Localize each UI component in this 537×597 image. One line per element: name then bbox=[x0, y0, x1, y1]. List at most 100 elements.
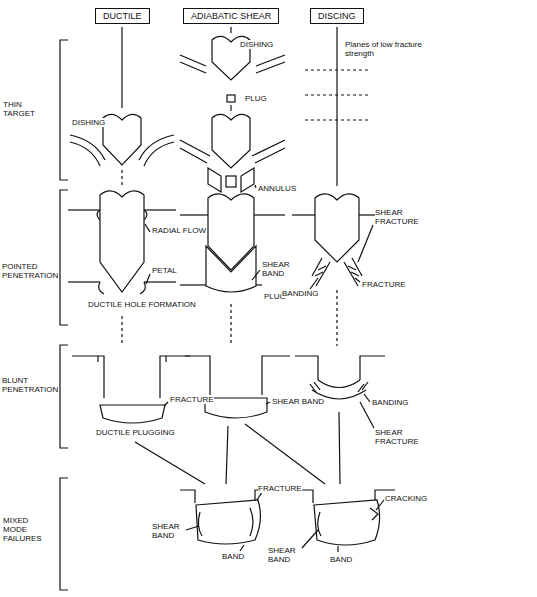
leader-line bbox=[310, 278, 318, 289]
banding-strokes bbox=[318, 266, 326, 270]
column-line bbox=[339, 412, 340, 484]
note-label: Planes of low fracture strength bbox=[345, 40, 440, 58]
mixed-plug bbox=[314, 500, 380, 545]
annulus-fragment bbox=[208, 168, 256, 192]
shear-fracture bbox=[352, 258, 362, 276]
shear-fracture bbox=[318, 380, 360, 388]
column-line bbox=[226, 426, 228, 484]
annulus-fragment bbox=[208, 168, 221, 192]
target-plate bbox=[298, 490, 395, 503]
mode-label: DUCTILE HOLE FORMATION bbox=[88, 300, 196, 309]
mixed-plug bbox=[314, 500, 380, 545]
dished-plate bbox=[70, 135, 105, 160]
shear-plug bbox=[205, 398, 267, 418]
part-label: ANNULUS bbox=[258, 184, 296, 193]
target-plate bbox=[185, 356, 290, 395]
column-line bbox=[121, 170, 122, 186]
target-plate bbox=[144, 281, 176, 282]
banding-strokes bbox=[315, 266, 359, 276]
part-label: RADIAL FLOW bbox=[152, 226, 206, 235]
dished-plate bbox=[70, 142, 100, 166]
dished-plate bbox=[144, 142, 174, 166]
dished-plate bbox=[180, 62, 206, 73]
leader-line bbox=[358, 225, 373, 262]
column-header-box: DUCTILE bbox=[95, 8, 150, 24]
leader-line bbox=[302, 500, 384, 552]
leader-line bbox=[252, 270, 260, 280]
column-line bbox=[230, 27, 231, 33]
banding-strokes bbox=[358, 384, 364, 392]
column-heading: DISCING bbox=[318, 11, 356, 21]
leader-line bbox=[364, 394, 370, 402]
leader-line bbox=[145, 224, 150, 232]
row-bracket bbox=[60, 40, 68, 180]
part-label: FRACTURE bbox=[362, 280, 406, 289]
row-label: MIXED MODE FAILURES bbox=[3, 516, 53, 544]
part-label: PETAL bbox=[152, 266, 177, 275]
column-line bbox=[230, 105, 231, 111]
column-line bbox=[230, 304, 231, 346]
column-line bbox=[121, 27, 122, 108]
target-plate bbox=[180, 284, 206, 285]
shear-fracture bbox=[312, 258, 362, 286]
target-plate bbox=[72, 356, 104, 398]
dished-plate bbox=[256, 55, 285, 66]
target-plate bbox=[180, 490, 195, 503]
part-label: CRACKING bbox=[385, 494, 427, 503]
target-plate bbox=[140, 282, 145, 294]
leader-line bbox=[164, 402, 168, 406]
dished-plate bbox=[256, 62, 285, 73]
leader-line bbox=[186, 492, 262, 551]
banding-strokes bbox=[310, 384, 316, 392]
target-plate bbox=[254, 214, 285, 215]
part-label: SHEAR BAND bbox=[272, 397, 324, 406]
target-plate bbox=[144, 209, 176, 210]
part-label: SHEAR BAND bbox=[152, 522, 186, 540]
leader-line bbox=[146, 274, 150, 284]
low-strength-planes bbox=[305, 94, 370, 95]
part-label: SHEAR FRACTURE bbox=[375, 208, 420, 226]
mixed-plug bbox=[196, 500, 260, 544]
target-plate bbox=[262, 356, 290, 395]
target-plate bbox=[180, 214, 208, 215]
column-line bbox=[336, 27, 337, 186]
column-heading: ADIABATIC SHEAR bbox=[191, 11, 271, 21]
mixed-plug bbox=[198, 512, 202, 536]
dished-plate bbox=[252, 140, 285, 156]
target-plate bbox=[360, 356, 385, 380]
row-label: BLUNT PENETRATION bbox=[2, 376, 59, 394]
part-label: BANDING bbox=[372, 398, 408, 407]
low-strength-planes bbox=[305, 70, 370, 120]
leader-line bbox=[257, 492, 262, 500]
column-heading: DUCTILE bbox=[103, 11, 142, 21]
projectile bbox=[100, 191, 144, 292]
projectile bbox=[315, 194, 359, 262]
leader-line bbox=[337, 546, 338, 552]
target-plate bbox=[165, 356, 166, 362]
plug-fragment bbox=[226, 95, 236, 187]
projectile bbox=[103, 114, 141, 165]
projectile bbox=[100, 191, 144, 292]
dished-plate bbox=[180, 148, 207, 163]
mixed-plug bbox=[318, 512, 321, 536]
row-label: POINTED PENETRATION bbox=[2, 262, 59, 280]
shear-fracture bbox=[312, 258, 322, 276]
column-line bbox=[121, 316, 122, 346]
part-label: DISHING bbox=[72, 118, 105, 127]
mixed-plug bbox=[196, 500, 260, 544]
part-label: BANDING bbox=[282, 289, 318, 298]
shear-plug bbox=[205, 398, 267, 418]
part-label: FRACTURE bbox=[258, 484, 302, 493]
target-plate bbox=[160, 356, 190, 398]
leader-line bbox=[266, 402, 270, 404]
leader-line bbox=[302, 530, 318, 548]
annulus-fragment bbox=[255, 185, 256, 188]
part-label: BAND bbox=[222, 552, 244, 561]
mixed-plug bbox=[250, 508, 253, 536]
banding-strokes bbox=[314, 382, 320, 390]
leader-line bbox=[145, 224, 150, 284]
low-strength-planes bbox=[305, 69, 370, 70]
low-strength-planes bbox=[305, 119, 370, 120]
ductile-plug bbox=[100, 405, 165, 423]
